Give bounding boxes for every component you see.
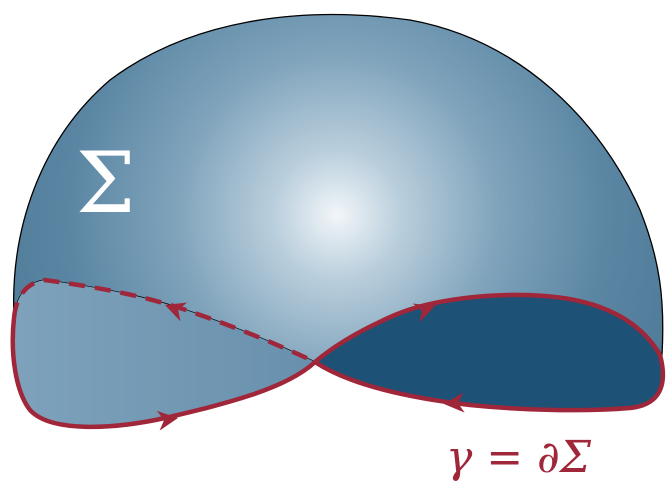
arrow-lower-left [156, 410, 178, 431]
arrow-lower-right [444, 392, 465, 413]
surface-left-lobe [12, 280, 315, 427]
arrow-upper-left [165, 302, 188, 322]
arrow-upper-right [412, 303, 435, 323]
boundary-label: γ = ∂Σ [446, 432, 592, 483]
surface-label: Σ [76, 134, 135, 232]
surface-right-lobe [315, 294, 663, 411]
boundary-visible-segment [10, 292, 666, 430]
boundary-hidden-segment [11, 277, 316, 365]
